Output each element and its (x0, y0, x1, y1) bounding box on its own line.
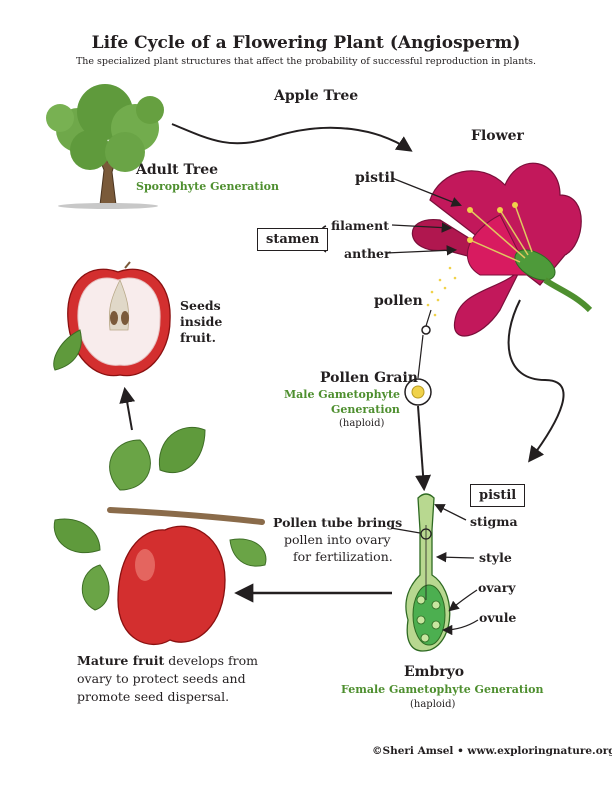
ovule-label: ovule (479, 610, 517, 625)
flower-label: Flower (471, 128, 524, 144)
pollen-label: pollen (374, 293, 423, 309)
adult-tree-label: Adult Tree (136, 162, 219, 178)
filament-label: filament (331, 218, 389, 233)
page-title: Life Cycle of a Flowering Plant (Angiosp… (91, 33, 521, 53)
apple-branch-illustration (53, 426, 267, 645)
flower-illustration (411, 162, 593, 337)
stamen-box-label: stamen (257, 228, 329, 251)
pollen-grain-label: Pollen Grain (320, 370, 418, 386)
credit-text: ©Sheri Amsel • www.exploringnature.org (372, 745, 612, 757)
embryo-label: Embryo (404, 664, 465, 680)
male-generation-label: Generation (331, 403, 400, 416)
style-label: style (479, 550, 512, 565)
adult-tree-illustration (46, 84, 164, 209)
sporophyte-generation-label: Sporophyte Generation (136, 180, 279, 193)
seeds-inside-fruit-text: Seeds inside fruit. (180, 298, 223, 345)
female-gametophyte-label: Female Gametophyte Generation (341, 683, 544, 696)
male-gametophyte-label: Male Gametophyte (284, 388, 401, 401)
anther-label: anther (344, 246, 391, 261)
flower-pistil-label: pistil (355, 170, 396, 186)
pollen-tube-text: Pollen tube brings pollen into ovary for… (273, 515, 403, 564)
mature-fruit-text: Mature fruit develops from ovary to prot… (77, 653, 258, 704)
page-subtitle: The specialized plant structures that af… (75, 56, 537, 67)
pistil-box-label: pistil (470, 484, 526, 507)
ovary-label: ovary (478, 580, 516, 595)
pollen-haploid-label: (haploid) (339, 418, 385, 429)
embryo-haploid-label: (haploid) (410, 699, 456, 710)
apple-tree-label: Apple Tree (274, 88, 359, 104)
pistil-illustration (405, 493, 451, 652)
stigma-label: stigma (470, 514, 518, 529)
pollen-grain-illustration (404, 378, 432, 406)
apple-half-illustration (53, 261, 171, 377)
